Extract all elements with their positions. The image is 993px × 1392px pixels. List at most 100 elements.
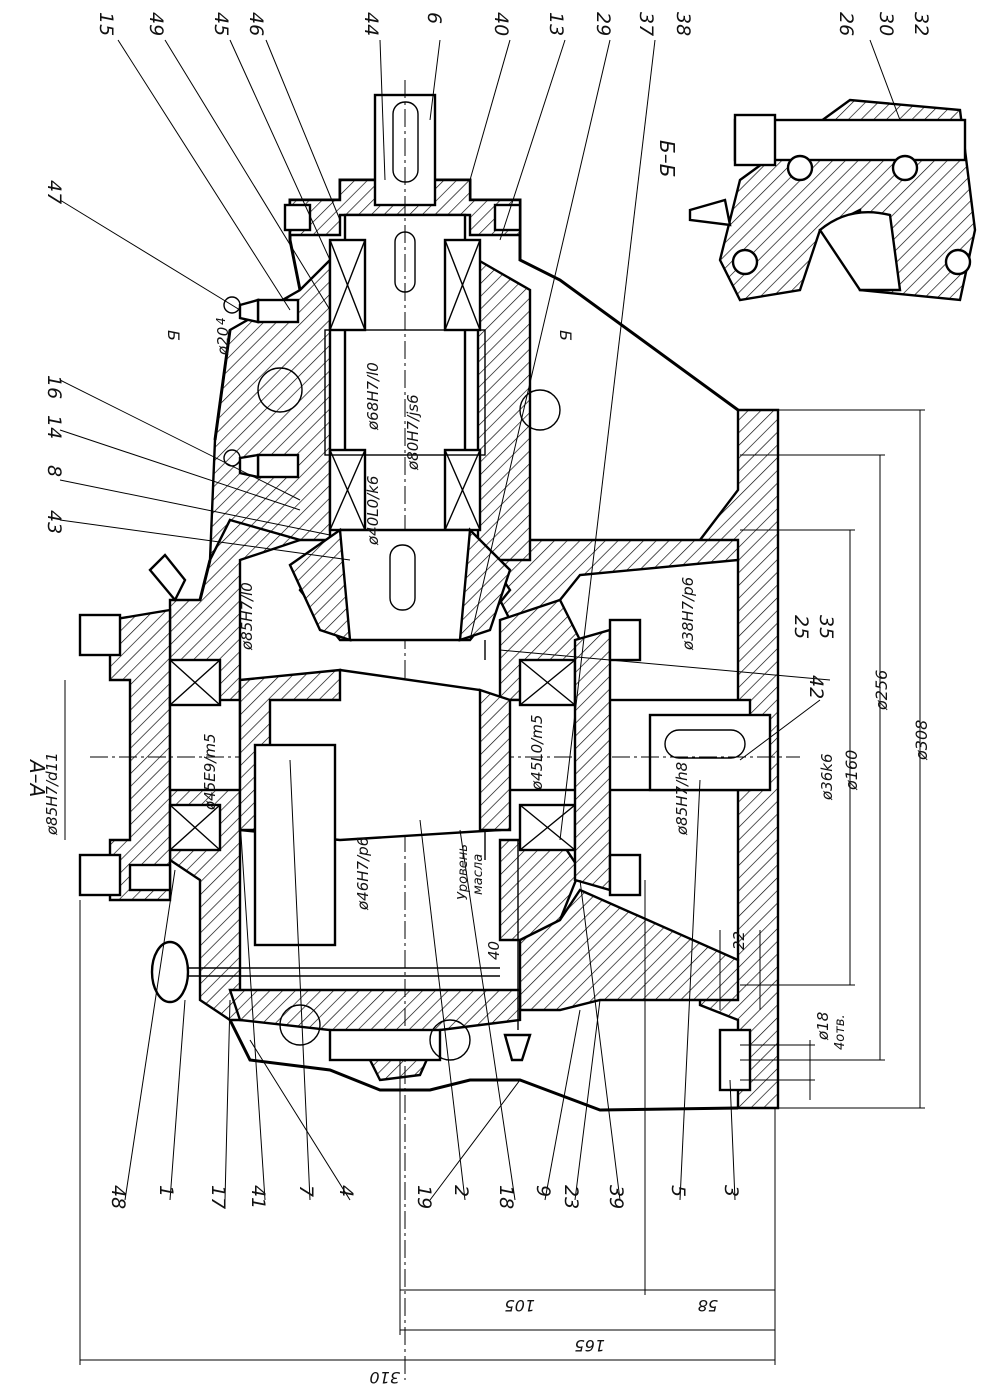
dim-310: 310	[369, 1368, 400, 1387]
callout-26: 26	[835, 12, 857, 36]
fit-38: ø38H7/p6	[679, 577, 697, 651]
grease-fitting-upper	[223, 296, 300, 324]
end-cap-bolt-top	[78, 613, 122, 657]
callout-23: 23	[560, 1185, 582, 1209]
callout-38: 38	[672, 12, 694, 36]
callout-1: 1	[155, 1185, 177, 1197]
callout-17: 17	[207, 1185, 229, 1209]
cut-mark-right: Б	[556, 330, 575, 341]
left-output-bearing	[168, 658, 222, 852]
fit-45a: ø45E9/m5	[201, 734, 219, 812]
dim-18: ø18	[814, 1012, 832, 1041]
cut-mark-left: Б	[164, 330, 183, 341]
right-cap-bolt-top	[608, 618, 642, 662]
callout-4: 4	[335, 1185, 357, 1197]
dim-308: ø308	[912, 720, 931, 761]
gear-web	[253, 743, 337, 947]
oil-plug-48	[128, 863, 172, 892]
section-b-view	[688, 98, 977, 302]
callout-6: 6	[423, 12, 445, 24]
bottom-bolt	[328, 1028, 442, 1062]
oil-level-line2: масла	[471, 854, 486, 895]
callout-41: 41	[247, 1185, 269, 1209]
fit-20-sup: 4	[214, 317, 228, 325]
callout-45: 45	[210, 12, 232, 36]
fit-36: ø36k6	[818, 754, 836, 802]
fit-20: ø20	[214, 327, 232, 356]
dim-40: 40	[485, 941, 503, 960]
callout-46: 46	[245, 12, 267, 36]
labels: A–A Б–Б Б Б 15 49 45 46 44 6 40 13 29 37…	[25, 12, 932, 1387]
pinion-teeth-left	[288, 527, 352, 642]
drain-knob	[150, 940, 190, 1004]
callout-30: 30	[875, 12, 897, 36]
fit-40: ø40L0/k6	[364, 476, 382, 546]
callout-15: 15	[95, 12, 117, 36]
vertical-bearing-housing-right	[476, 257, 532, 562]
callout-8: 8	[43, 465, 65, 477]
lower-bearing	[328, 448, 482, 532]
fit-46: ø46H7/p6	[354, 837, 372, 911]
callout-19: 19	[413, 1185, 435, 1209]
section-b-bore	[818, 211, 902, 292]
callout-47: 47	[43, 180, 65, 204]
callout-44: 44	[360, 12, 382, 36]
dim-160: ø160	[842, 750, 861, 791]
callout-18: 18	[495, 1185, 517, 1209]
callout-14: 14	[43, 415, 65, 439]
output-shaft-assembly	[78, 553, 800, 1062]
callout-2: 2	[450, 1185, 472, 1197]
leader-lines	[59, 39, 901, 1201]
callout-7: 7	[295, 1185, 317, 1197]
callout-13: 13	[545, 12, 567, 36]
dim-256: ø256	[872, 670, 891, 711]
callout-48: 48	[107, 1185, 129, 1209]
fit-80: ø80H7/js6	[404, 394, 422, 471]
callout-39: 39	[605, 1185, 627, 1209]
top-grease-fitting	[148, 553, 187, 603]
callout-3: 3	[720, 1185, 742, 1197]
grease-fitting-lower	[223, 449, 300, 479]
housing-boss-circle	[519, 389, 561, 431]
output-keyway	[664, 729, 746, 759]
callout-43: 43	[43, 510, 65, 534]
fit-85b: ø85H7/d11	[43, 752, 61, 836]
callout-40: 40	[490, 12, 512, 36]
dim-holes: 4отв.	[833, 1014, 848, 1050]
callout-32: 32	[910, 12, 932, 36]
upper-bearing	[328, 238, 482, 332]
fit-45b: ø45L0/m5	[528, 715, 546, 791]
right-output-bearing	[518, 658, 577, 852]
callout-49: 49	[145, 12, 167, 36]
cap-bolt-left	[283, 203, 312, 232]
dim-105: 105	[504, 1296, 535, 1315]
oil-level-line1: Уровень	[456, 844, 471, 900]
section-b-title: Б–Б	[655, 140, 679, 177]
callout-42: 42	[805, 675, 827, 699]
gear-rim-right	[478, 688, 512, 832]
fit-85c: ø85H7/h8	[673, 762, 691, 836]
pinion-key	[389, 544, 416, 611]
housing-outline-left	[198, 329, 232, 601]
dim-58: 58	[698, 1296, 718, 1315]
callout-9: 9	[532, 1185, 554, 1197]
right-cap-bolt-bottom	[608, 853, 642, 897]
section-b-fitting	[688, 198, 732, 227]
callout-25: 25	[790, 615, 812, 639]
callout-35: 35	[815, 615, 837, 639]
fit-68: ø68H7/l0	[364, 362, 382, 431]
pinion-teeth-right	[458, 527, 512, 642]
sump-hole-left	[279, 1004, 321, 1046]
section-a-title: A–A	[25, 758, 49, 797]
sump-hole-right	[429, 1019, 471, 1061]
callout-29: 29	[592, 12, 614, 36]
bottom-grease-fitting	[503, 1033, 532, 1062]
callout-37: 37	[635, 12, 657, 36]
housing-outline-bottom	[228, 1019, 739, 1112]
dim-165: 165	[574, 1336, 605, 1355]
fit-85a: ø85H7/l0	[238, 582, 256, 651]
callout-16: 16	[43, 375, 65, 399]
callout-5: 5	[667, 1185, 689, 1197]
